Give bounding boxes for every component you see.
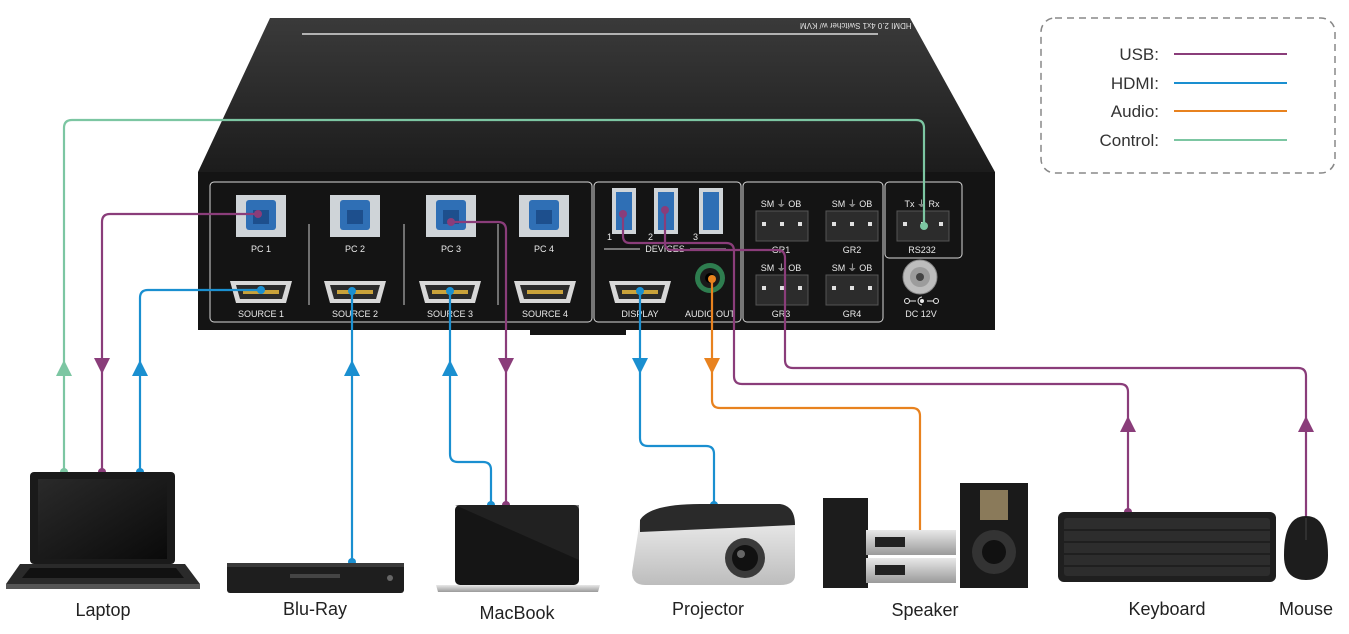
device-number-2: 2	[648, 232, 653, 242]
arrow-hdmi-projector	[632, 358, 648, 374]
gpio-terminal-gr4[interactable]	[825, 274, 879, 306]
usb-b-port-2[interactable]	[330, 195, 380, 237]
device-label-laptop: Laptop	[75, 600, 130, 620]
usb-b-port-3[interactable]	[426, 195, 476, 237]
gpio-terminal-gr3[interactable]	[755, 274, 809, 306]
usb-port-label-1: PC 1	[251, 244, 271, 254]
dc-power-jack[interactable]	[902, 259, 938, 295]
gpio-terminal-gr2[interactable]	[825, 210, 879, 242]
legend-usb-label: USB:	[1119, 45, 1159, 64]
rs232-pins: Tx ⏚ Rx	[905, 199, 940, 209]
gpio-terminals: SM ⏚ OB SM ⏚ OB SM ⏚ OB SM ⏚ OB	[755, 199, 879, 319]
arrow-hdmi-bluray	[344, 360, 360, 376]
arrow-usb-laptop	[94, 358, 110, 374]
keyboard-device	[1058, 512, 1276, 582]
speaker-device	[823, 483, 1028, 588]
usb-port-label-4: PC 4	[534, 244, 554, 254]
usb-line-mouse	[663, 210, 1308, 516]
device-number-1: 1	[607, 232, 612, 242]
projector-device	[632, 504, 795, 585]
device-label-mouse: Mouse	[1279, 599, 1333, 619]
gpio-group-label-4: GR4	[843, 309, 862, 319]
gpio-pins-gr1: SM ⏚ OB	[761, 199, 802, 209]
legend-control-label: Control:	[1099, 131, 1159, 150]
control-line-laptop	[62, 118, 926, 472]
arrow-control-laptop	[56, 360, 72, 376]
usb-port-label-3: PC 3	[441, 244, 461, 254]
legend: USB: HDMI: Audio: Control:	[1040, 17, 1336, 174]
dc-polarity-icon	[904, 296, 939, 306]
legend-audio-label: Audio:	[1111, 102, 1159, 121]
audio-out-label: AUDIO OUT	[685, 309, 736, 319]
device-label-bluray: Blu-Ray	[283, 599, 347, 619]
gpio-terminal-gr1[interactable]	[755, 210, 809, 242]
arrow-usb-mouse	[1298, 416, 1314, 432]
arrow-audio-speaker	[704, 358, 720, 374]
device-label-projector: Projector	[672, 599, 744, 619]
usb-b-port-4[interactable]	[519, 195, 569, 237]
hdmi-input-port-4[interactable]	[514, 281, 576, 303]
hdmi-line-laptop	[138, 288, 261, 472]
gpio-group-label-3: GR3	[772, 309, 791, 319]
switcher-title: HDMI 2.0 4x1 Switcher w/ KVM	[800, 21, 912, 30]
hdmi-source-label-4: SOURCE 4	[522, 309, 568, 319]
arrow-usb-macbook	[498, 358, 514, 374]
gpio-pins-gr4: SM ⏚ OB	[832, 263, 873, 273]
laptop-device	[6, 472, 200, 589]
bluray-device	[227, 563, 404, 593]
device-label-speaker: Speaker	[891, 600, 958, 620]
device-number-3: 3	[693, 232, 698, 242]
gpio-pins-gr3: SM ⏚ OB	[761, 263, 802, 273]
arrow-usb-keyboard	[1120, 416, 1136, 432]
hdmi-line-macbook	[448, 291, 493, 505]
usb-line-macbook	[451, 220, 508, 505]
mouse-device	[1284, 516, 1328, 580]
usb-a-port-3[interactable]	[699, 188, 723, 234]
arrow-hdmi-laptop	[132, 360, 148, 376]
macbook-device	[436, 505, 600, 592]
hdmi-source-label-2: SOURCE 2	[332, 309, 378, 319]
devices-label: DEVICES	[645, 244, 685, 254]
gpio-pins-gr2: SM ⏚ OB	[832, 199, 873, 209]
legend-hdmi-label: HDMI:	[1111, 74, 1159, 93]
hdmi-line-projector	[638, 291, 716, 505]
arrow-heads	[56, 358, 1314, 432]
device-label-macbook: MacBook	[479, 603, 555, 623]
arrow-hdmi-macbook	[442, 360, 458, 376]
usb-line-keyboard	[621, 214, 1130, 512]
dc-label: DC 12V	[905, 309, 937, 319]
device-label-keyboard: Keyboard	[1128, 599, 1205, 619]
gpio-group-label-2: GR2	[843, 245, 862, 255]
audio-line-speaker	[710, 279, 922, 536]
rs232-label: RS232	[908, 245, 936, 255]
hdmi-source-label-1: SOURCE 1	[238, 309, 284, 319]
usb-line-laptop	[100, 212, 258, 472]
usb-port-label-2: PC 2	[345, 244, 365, 254]
